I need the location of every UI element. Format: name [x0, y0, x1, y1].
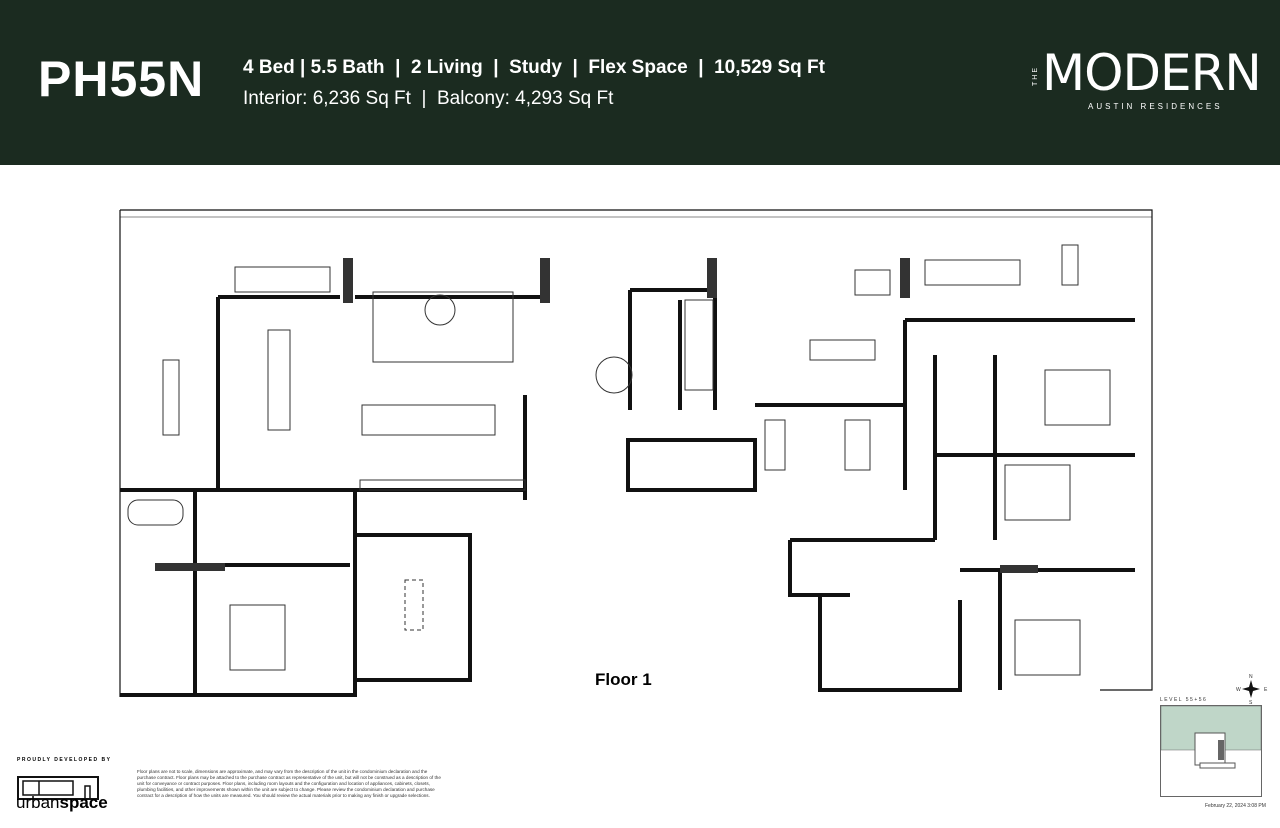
unit-areas: Interior: 6,236 Sq Ft | Balcony: 4,293 S… — [243, 88, 614, 109]
developer-name-light: urban — [16, 793, 60, 812]
column — [343, 258, 353, 303]
developer-name: urbanspace — [16, 793, 108, 813]
bed — [1014, 619, 1081, 676]
counters — [359, 479, 526, 491]
developer-name-bold: space — [59, 793, 108, 812]
compass-w: W — [1236, 687, 1241, 693]
study-sofa — [764, 419, 786, 471]
compass-n: N — [1249, 674, 1253, 680]
living-area-rug — [372, 291, 514, 363]
study-desk — [844, 419, 871, 471]
header-banner: PH55N 4 Bed | 5.5 Bath | 2 Living | Stud… — [0, 0, 1280, 165]
balcony-dining-table — [1061, 244, 1079, 286]
round-table — [595, 356, 633, 394]
developer-label: PROUDLY DEVELOPED BY — [17, 757, 112, 763]
bed — [1004, 464, 1071, 521]
interior-wall-kitchen — [355, 395, 527, 500]
balcony-outline — [119, 209, 1153, 697]
column — [1000, 565, 1038, 573]
interior-wall-west — [216, 260, 715, 492]
disclaimer: Floor plans are not to scale, dimensions… — [137, 769, 441, 798]
logo-the: THE — [1032, 66, 1039, 86]
interior-wall-central — [626, 260, 757, 492]
bed — [229, 604, 286, 671]
column — [540, 258, 550, 303]
floor-plan — [119, 209, 1153, 697]
sofa — [809, 339, 876, 361]
column — [707, 258, 717, 298]
keyplan-label: LEVEL 55+56 — [1160, 697, 1208, 703]
coffee-table — [424, 294, 456, 326]
interior-wall-southeast — [788, 540, 1002, 692]
logo-main: MODERN — [1042, 44, 1262, 102]
compass-s: S — [1249, 700, 1253, 706]
kitchen-island — [361, 404, 496, 436]
brand-logo: THE MODERN AUSTIN RESIDENCES — [1030, 44, 1262, 118]
bathtub — [127, 499, 184, 526]
floor-label: Floor 1 — [595, 670, 652, 689]
storage-box — [404, 579, 424, 631]
sofa — [924, 259, 1021, 286]
column — [900, 258, 910, 298]
urbanspace-logo-mark — [17, 776, 99, 800]
desk — [854, 269, 891, 296]
balcony-dining-table — [162, 359, 180, 436]
bed — [1044, 369, 1111, 426]
sofa — [234, 266, 331, 293]
interior-wall-east — [790, 318, 1135, 572]
compass-icon: N W E S — [1236, 674, 1268, 706]
logo-sub: AUSTIN RESIDENCES — [1088, 102, 1223, 111]
column — [155, 563, 225, 571]
compass-e: E — [1264, 687, 1268, 693]
interior-wall-study — [755, 403, 907, 490]
stairs — [684, 299, 714, 391]
interior-wall-southwest — [120, 488, 472, 697]
print-date: February 22, 2024 3:08 PM — [1205, 803, 1266, 809]
dining-table — [267, 329, 291, 431]
unit-name: PH55N — [38, 51, 205, 107]
keyplan — [1160, 705, 1262, 797]
unit-specs: 4 Bed | 5.5 Bath | 2 Living | Study | Fl… — [243, 57, 825, 78]
